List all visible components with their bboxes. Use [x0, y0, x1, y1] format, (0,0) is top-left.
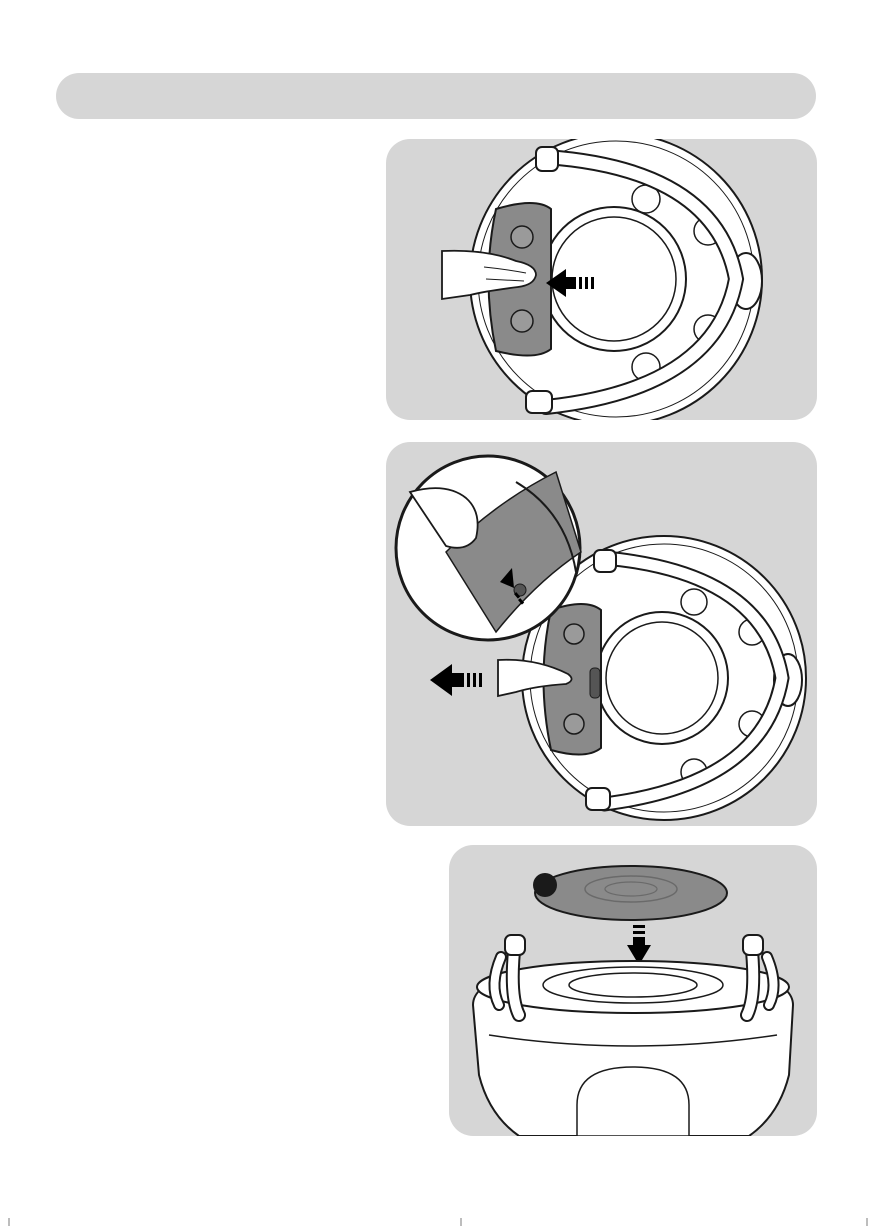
rim-circle [681, 589, 707, 615]
crop-mark [866, 1218, 868, 1226]
down-arrow-icon [627, 925, 651, 965]
illustration-step-3-art [449, 845, 817, 1136]
illustration-step-2-art [386, 442, 817, 826]
crop-mark [460, 1218, 462, 1226]
crop-mark [8, 1218, 10, 1226]
handle-hinge-top [536, 147, 558, 171]
handle-hinge-bottom [526, 391, 552, 413]
disc-icon [533, 866, 727, 920]
illustration-step-2 [386, 442, 817, 826]
pull-arrow-icon [430, 664, 482, 696]
section-header-bar [56, 73, 816, 119]
plate-knob-bottom [511, 310, 533, 332]
illustration-step-3 [449, 845, 817, 1136]
illustration-step-1 [386, 139, 817, 420]
plate-knob-top [511, 226, 533, 248]
illustration-step-1-art [386, 139, 817, 420]
base-unit-icon [473, 961, 793, 1136]
magnify-inset-icon [396, 456, 581, 640]
